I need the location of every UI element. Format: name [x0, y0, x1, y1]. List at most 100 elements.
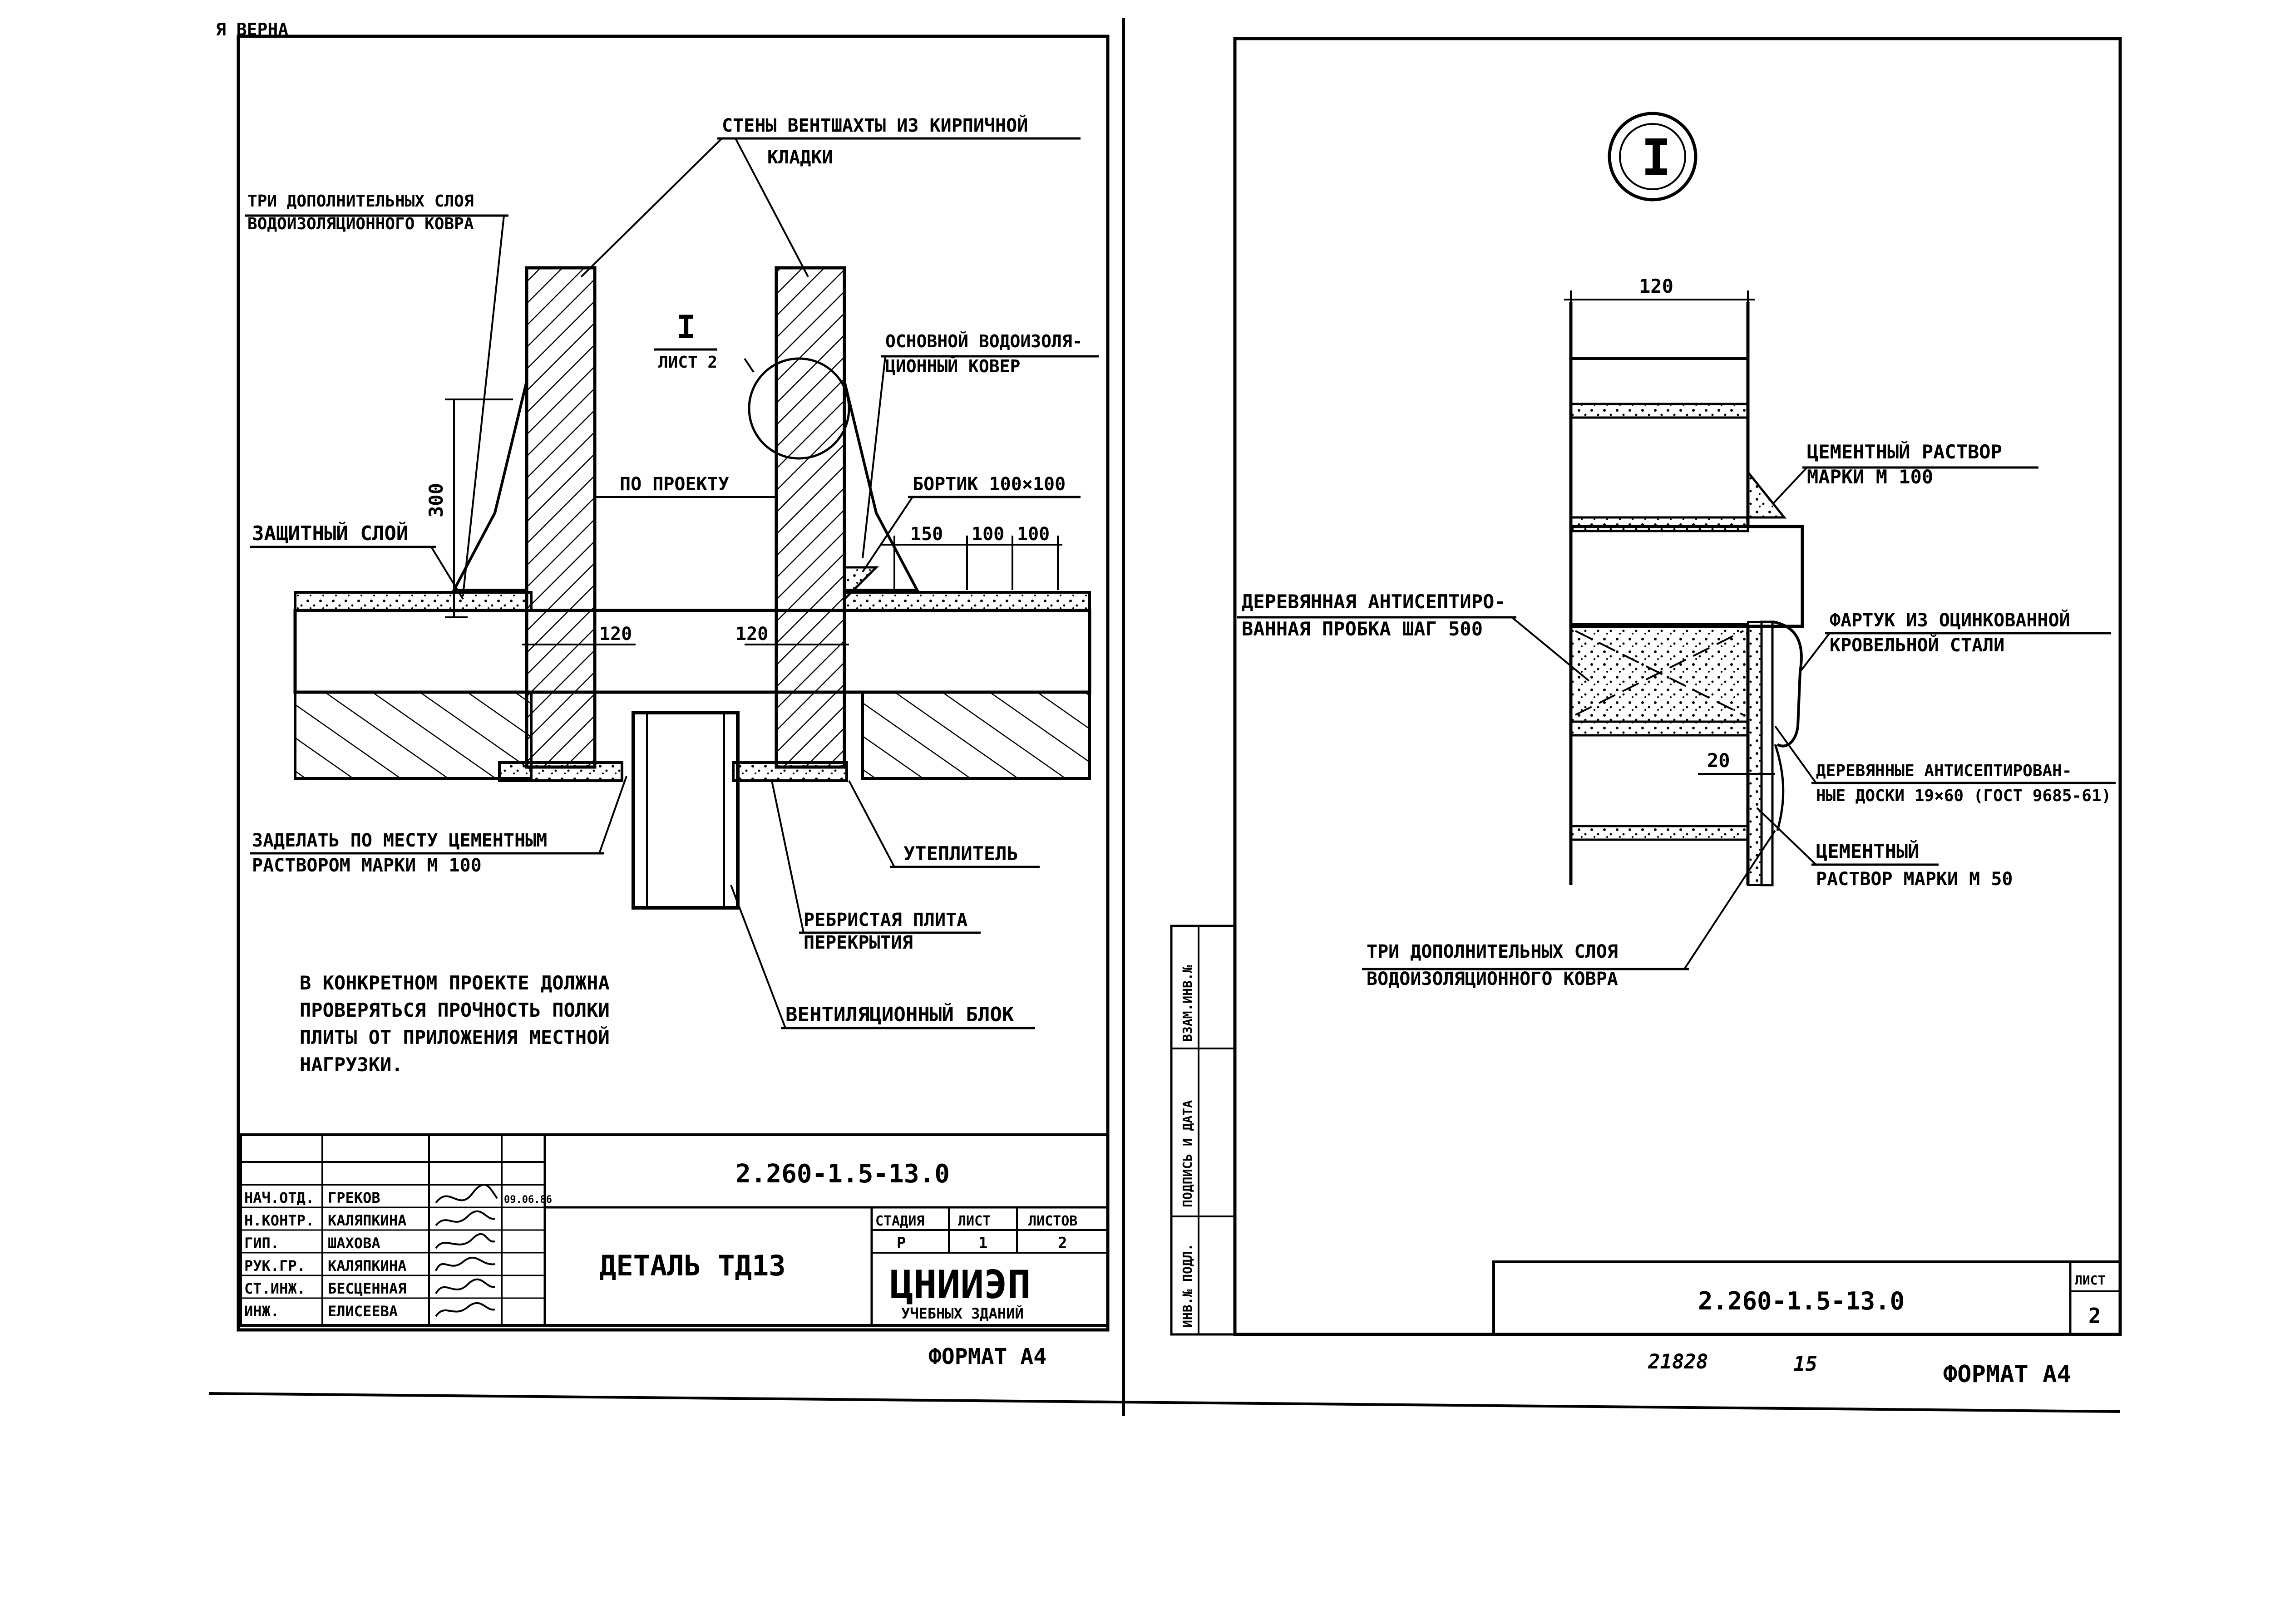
- tb-name-1: КАЛЯПКИНА: [328, 1212, 406, 1229]
- note-line-4: НАГРУЗКИ.: [300, 1053, 403, 1076]
- plug-cross-2: [1575, 630, 1744, 716]
- label-ribbed-2: ПЕРЕКРЫТИЯ: [804, 932, 913, 953]
- leader-vent-block: [730, 885, 786, 1029]
- label-ribbed-1: РЕБРИСТАЯ ПЛИТА: [804, 910, 967, 930]
- archive-number: 21828: [1648, 1350, 1708, 1373]
- tb2-doc-code: 2.260-1.5-13.0: [1698, 1287, 1905, 1315]
- sheet-1: I ЛИСТ 2 300 120 120 150 100 100 СТЕНЫ В…: [237, 34, 1110, 1369]
- joint-1: [1569, 403, 1749, 419]
- leader-protective: [430, 546, 464, 600]
- tb-date: 09.06.86: [504, 1194, 552, 1206]
- label-walls-1: СТЕНЫ ВЕНТШАХТЫ ИЗ КИРПИЧНОЙ: [722, 114, 1028, 136]
- joint-3: [1569, 720, 1749, 737]
- tb-sheets-h: ЛИСТОВ: [1028, 1213, 1077, 1229]
- label-cement50-1: ЦЕМЕНТНЫЙ: [1816, 840, 1920, 862]
- tb-title: ДЕТАЛЬ ТД13: [599, 1249, 786, 1282]
- tb-sheet-h: ЛИСТ: [958, 1213, 991, 1229]
- tb-org: ЦНИИЭП: [890, 1262, 1031, 1308]
- upstand-right: [843, 381, 919, 591]
- label-main-carpet-1: ОСНОВНОЙ ВОДОИЗОЛЯ-: [885, 331, 1083, 351]
- tb-org-sub: УЧЕБНЫХ ЗДАНИЙ: [901, 1305, 1024, 1322]
- side-stamp-inv: ИНВ.№ ПОДЛ.: [1180, 1244, 1195, 1328]
- label-boards-2: НЫЕ ДОСКИ 19×60 (ГОСТ 9685-61): [1816, 787, 2111, 805]
- leader-cement50: [1756, 807, 1817, 866]
- tb-name-4: БЕСЦЕННАЯ: [328, 1280, 406, 1297]
- side-stamp-frame: [1170, 925, 1236, 1336]
- tb-role-4: СТ.ИНЖ.: [244, 1280, 306, 1297]
- leader-seal: [598, 776, 627, 854]
- leader-apron: [1799, 632, 1831, 673]
- section-mark-inner: [1619, 123, 1686, 190]
- label-plug-1: ДЕРЕВЯННАЯ АНТИСЕПТИРО-: [1242, 591, 1506, 613]
- label-cement100-1: ЦЕМЕНТНЫЙ РАСТВОР: [1807, 440, 2002, 463]
- leader-boards: [1774, 725, 1817, 784]
- side-stamp-replace: ВЗАМ.ИНВ.№: [1180, 965, 1195, 1042]
- label-seal-2: РАСТВОРОМ МАРКИ М 100: [252, 855, 482, 876]
- tb-role-2: ГИП.: [244, 1235, 279, 1252]
- dim-150: 150: [910, 524, 943, 545]
- leader-main-carpet: [862, 356, 886, 559]
- sheet-1-format: ФОРМАТ А4: [928, 1344, 1046, 1369]
- label-main-carpet-2: ЦИОННЫЙ КОВЕР: [885, 356, 1020, 376]
- tb-name-3: КАЛЯПКИНА: [328, 1257, 406, 1275]
- tb2-sheet: 2: [2088, 1304, 2101, 1328]
- vent-block-inner: [646, 712, 725, 909]
- section-mark-outer: [1608, 112, 1698, 202]
- insulation-right: [861, 691, 1091, 780]
- brick-wall-left: [525, 266, 597, 769]
- upstand-left: [452, 381, 528, 591]
- roof-section: [293, 591, 1091, 782]
- label-apron-2: КРОВЕЛЬНОЙ СТАЛИ: [1830, 634, 2004, 656]
- label-seal-1: ЗАДЕЛАТЬ ПО МЕСТУ ЦЕМЕНТНЫМ: [252, 830, 547, 851]
- cement-fillet-top: [1747, 468, 1787, 519]
- label-vent-block: ВЕНТИЛЯЦИОННЫЙ БЛОК: [785, 1002, 1014, 1026]
- dim-100a: 100: [972, 524, 1004, 545]
- signatures: [435, 1184, 498, 1317]
- archive-sheet: 15: [1793, 1353, 1817, 1376]
- tb-role-0: НАЧ.ОТД.: [244, 1189, 314, 1206]
- tb-role-1: Н.КОНТР.: [244, 1212, 314, 1229]
- tb-name-0: ГРЕКОВ: [328, 1189, 380, 1206]
- tb2-frame: [1492, 1260, 2122, 1336]
- leader-cement100: [1772, 467, 1808, 505]
- brick-corbel: [1569, 525, 1804, 628]
- tb-sheet: 1: [978, 1234, 987, 1252]
- leader-three-layers-s2: [1683, 830, 1776, 970]
- tb-role-5: ИНЖ.: [244, 1303, 279, 1320]
- title-block-sheet-2: 2.260-1.5-13.0 ЛИСТ 2: [1492, 1260, 2122, 1336]
- note-line-2: ПРОВЕРЯТЬСЯ ПРОЧНОСТЬ ПОЛКИ: [300, 999, 610, 1021]
- tb-sheets: 2: [1058, 1234, 1067, 1252]
- leader-three-layers: [462, 215, 505, 595]
- label-three-layers-s2-1: ТРИ ДОПОЛНИТЕЛЬНЫХ СЛОЯ: [1367, 941, 1618, 962]
- roof-carpet-right: [843, 591, 1091, 612]
- cement-layer-m50: [1747, 621, 1762, 886]
- dim-20-gap: 20: [1707, 749, 1730, 772]
- dim-300: 300: [425, 483, 447, 517]
- tb-name-5: ЕЛИСЕЕВА: [328, 1303, 398, 1320]
- leader-walls-left: [580, 138, 723, 278]
- dim-100b: 100: [1017, 524, 1050, 545]
- label-apron-1: ФАРТУК ИЗ ОЦИНКОВАННОЙ: [1830, 609, 2070, 631]
- tb-doc-code: 2.260-1.5-13.0: [735, 1159, 950, 1189]
- label-per-project: ПО ПРОЕКТУ: [620, 474, 729, 495]
- floor-slab: [293, 609, 1091, 694]
- label-cement50-2: РАСТВОР МАРКИ М 50: [1816, 869, 2013, 890]
- sheet-2: I 120 20 ЦЕМЕНТНЫЙ РАСТВОР МАРКИ М 100: [1170, 37, 2122, 1388]
- label-walls-2: КЛАДКИ: [767, 147, 833, 168]
- label-three-layers-2: ВОДОИЗОЛЯЦИОННОГО КОВРА: [247, 215, 474, 233]
- title-block-sheet-1: НАЧ.ОТД. ГРЕКОВ Н.КОНТР. КАЛЯПКИНА ГИП. …: [239, 1133, 1109, 1327]
- tb-role-3: РУК.ГР.: [244, 1257, 306, 1275]
- wood-boards: [1760, 620, 1774, 886]
- leader-insulation: [848, 780, 895, 867]
- dim-120-width: 120: [1639, 275, 1673, 297]
- roof-carpet-left: [294, 591, 533, 612]
- leader-ribbed: [771, 780, 804, 933]
- waterproof-layers: [1774, 744, 1785, 831]
- tb2-sheet-h: ЛИСТ: [2075, 1273, 2105, 1288]
- bottom-divider: [208, 1392, 2121, 1413]
- joint-2: [1569, 516, 1749, 532]
- label-protective: ЗАЩИТНЫЙ СЛОЙ: [252, 521, 408, 545]
- section-mark: I: [1641, 128, 1671, 187]
- sheet-1-frame: [237, 34, 1110, 1332]
- joint-4: [1569, 825, 1749, 841]
